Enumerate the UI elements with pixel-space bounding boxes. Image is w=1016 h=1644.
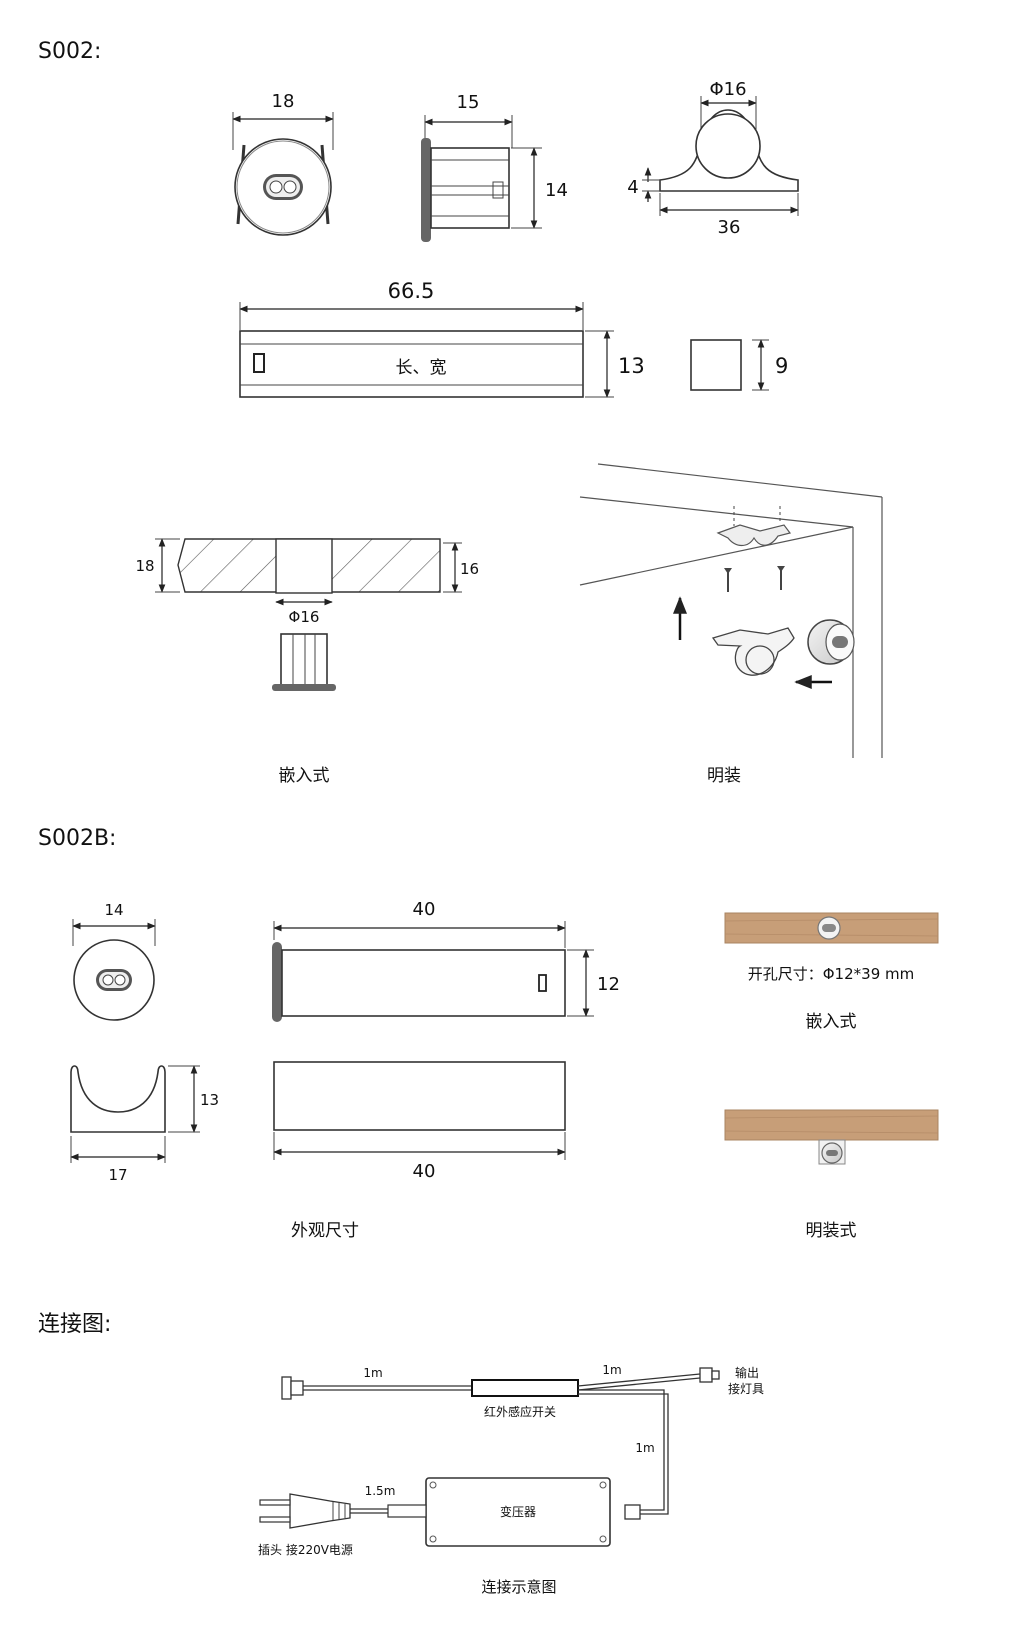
wiring-diagram: 1m 红外感应开关 1m 输出 接灯具 1m 变压器 1.5m [258, 1363, 764, 1596]
wiring-output-line2: 接灯具 [728, 1381, 764, 1396]
s002b-wood-recessed: 开孔尺寸：Φ12*39 mm 嵌入式 [724, 912, 939, 1032]
s002-bar-label: 长、宽 [396, 358, 447, 378]
s002-side-length: 15 [457, 92, 480, 113]
s002-recessed-install: 18 16 Φ16 嵌入式 [135, 538, 479, 786]
s002-front-view: 18 [232, 91, 334, 236]
s002b-recessed-caption: 嵌入式 [806, 1012, 857, 1032]
s002-clip-base-height: 4 [627, 177, 638, 198]
s002b-front-width: 14 [104, 901, 123, 919]
s002b-hole-size: 开孔尺寸：Φ12*39 mm [748, 965, 914, 983]
s002b-wood-surface: 明装式 [724, 1109, 939, 1241]
s002b-front-view: 14 [72, 901, 156, 1021]
section-title-s002: S002: [38, 39, 101, 64]
s002-clip-width: 36 [718, 217, 741, 238]
wiring-len-plug: 1.5m [365, 1484, 396, 1498]
s002-front-width: 18 [272, 91, 295, 112]
wiring-len-left: 1m [363, 1366, 382, 1380]
s002b-body-length-top: 40 [413, 899, 436, 920]
wiring-len-down: 1m [635, 1441, 654, 1455]
s002-recess-diameter: Φ16 [289, 608, 320, 626]
wiring-transformer-label: 变压器 [500, 1504, 536, 1519]
wiring-len-right: 1m [602, 1363, 621, 1377]
s002-recess-depth-right: 16 [460, 560, 479, 578]
s002-bar-height: 13 [618, 354, 645, 378]
s002-surface-mount: 明装 [579, 463, 883, 786]
s002-recess-depth-left: 18 [135, 557, 154, 575]
s002b-holder-width: 17 [108, 1166, 127, 1184]
s002b-body-height: 12 [597, 974, 620, 995]
s002b-body-length-bottom: 40 [413, 1161, 436, 1182]
wiring-output-line1: 输出 [735, 1365, 759, 1380]
s002-bar-length: 66.5 [388, 279, 435, 303]
s002b-body-view: 40 12 40 [272, 899, 620, 1182]
s002-side-view: 15 14 [421, 92, 568, 242]
s002-square-size: 9 [775, 354, 788, 378]
s002b-holder-view: 13 17 外观尺寸 [70, 1065, 359, 1241]
s002-surface-caption: 明装 [707, 766, 741, 786]
s002-recessed-caption: 嵌入式 [279, 766, 330, 786]
wiring-caption: 连接示意图 [481, 1578, 556, 1596]
s002-clip-view: Φ16 4 36 [627, 79, 799, 238]
wiring-plug-label: 插头 接220V电源 [258, 1542, 353, 1557]
s002-bar-view: 66.5 长、宽 13 9 [239, 279, 788, 398]
wiring-switch-label: 红外感应开关 [484, 1404, 556, 1419]
s002-clip-diameter: Φ16 [709, 79, 746, 100]
s002b-surface-caption: 明装式 [806, 1221, 857, 1241]
section-title-wiring: 连接图: [38, 1312, 111, 1337]
section-title-s002b: S002B: [38, 826, 116, 851]
s002b-dimensions-caption: 外观尺寸 [291, 1221, 359, 1241]
s002-side-height: 14 [545, 180, 568, 201]
s002b-holder-height: 13 [200, 1091, 219, 1109]
